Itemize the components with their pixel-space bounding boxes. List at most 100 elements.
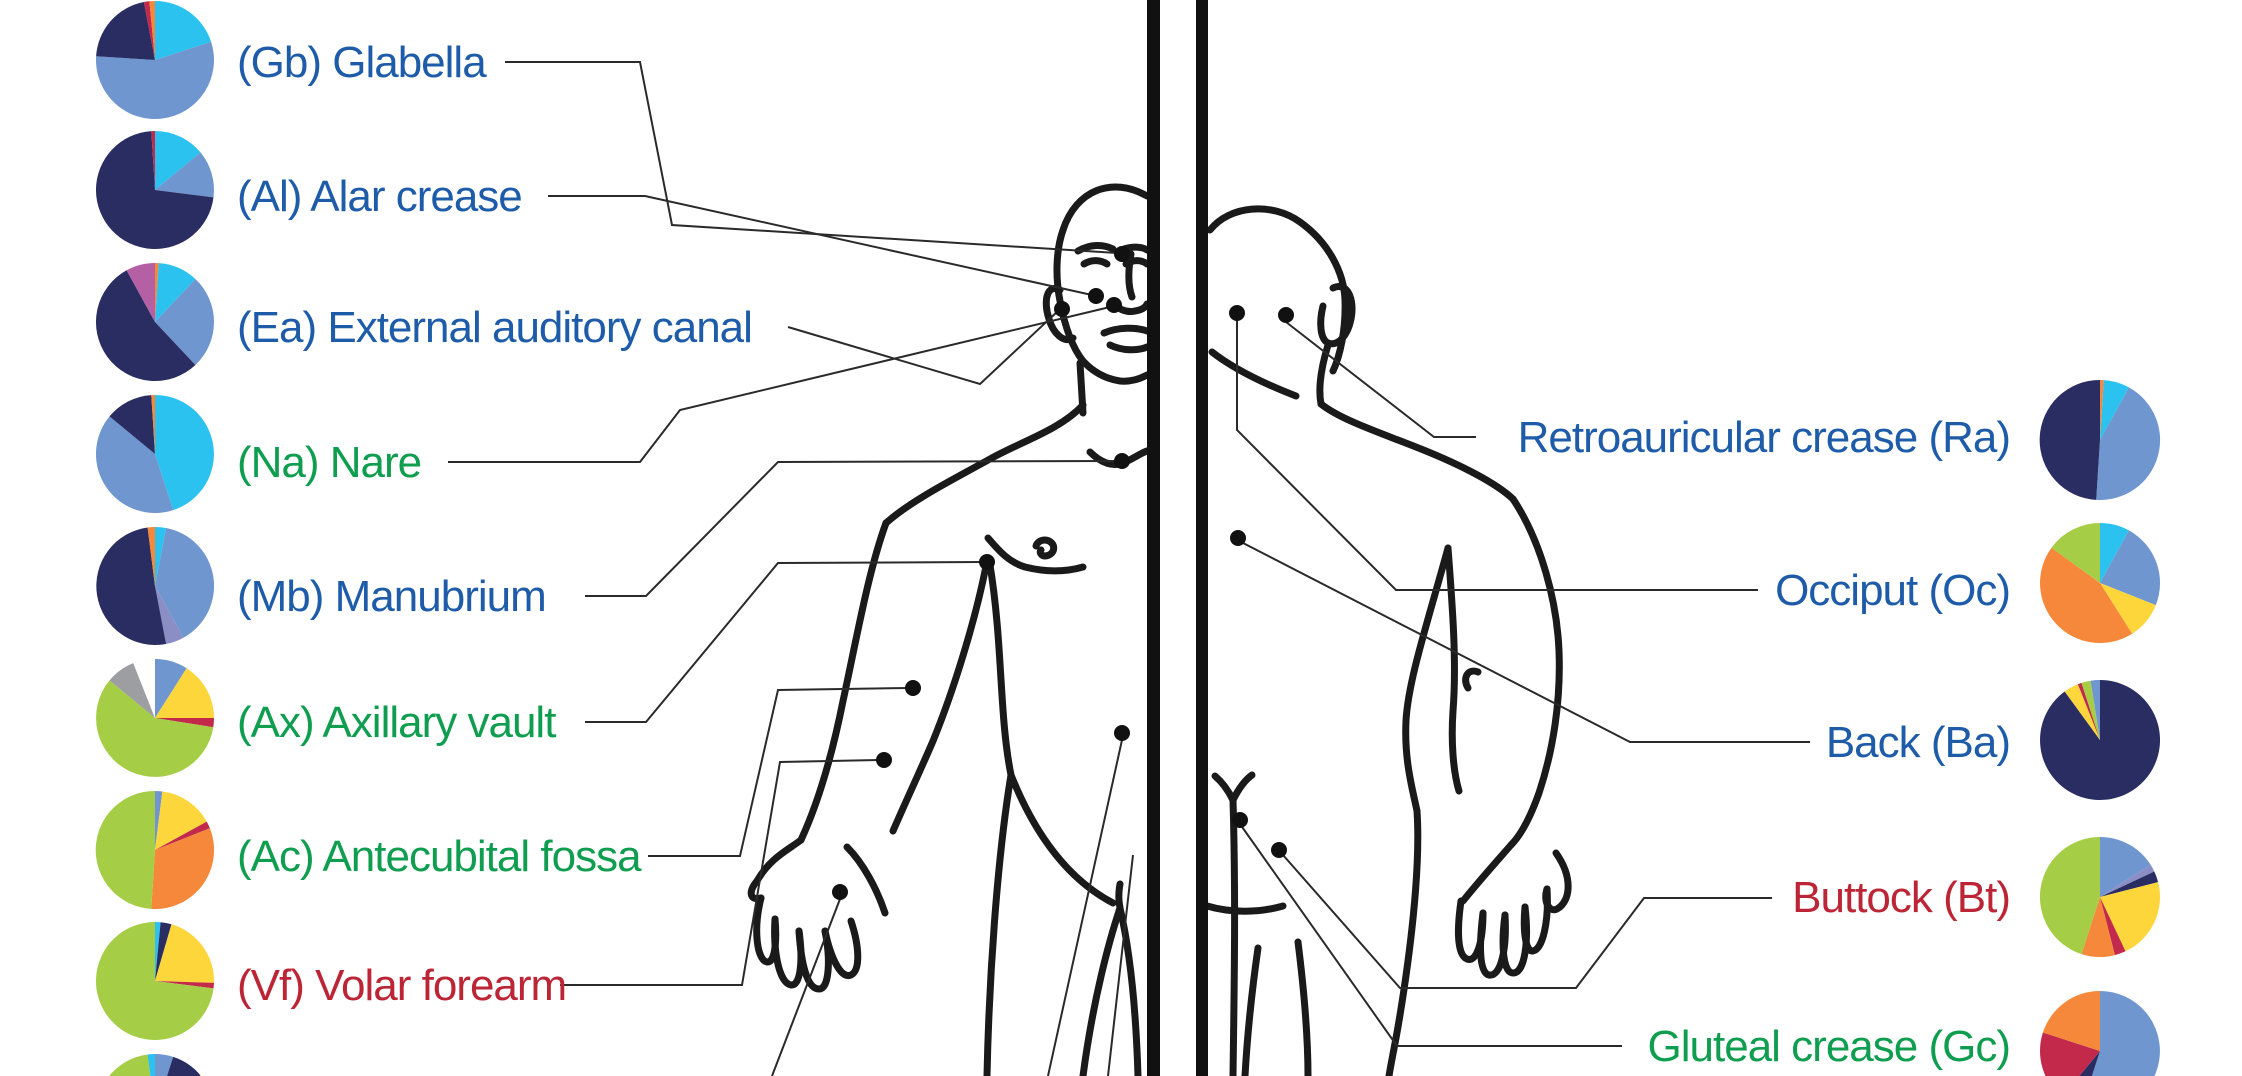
front-body-outline: [1080, 257, 1151, 268]
pie-ac-slice-crimson: [155, 821, 210, 850]
pie-gc-slice-orange: [2042, 991, 2100, 1051]
pie-partial-0-slice-lightblue: [155, 1054, 174, 1076]
back-body-outline: [1402, 544, 1452, 815]
site-label-gb: (Gb) Glabella: [237, 38, 487, 87]
pie-bt-slice-crimson: [2100, 897, 2126, 956]
site-dot-bt: [1271, 842, 1287, 858]
pie-oc-slice-cyan: [2100, 523, 2129, 583]
pie-gc-slice-crimson: [2040, 1032, 2100, 1076]
site-dot-ra: [1278, 307, 1294, 323]
pie-ax-slice-gray: [109, 663, 155, 718]
leader-oc: [1236, 320, 1758, 591]
site-dot-al: [1088, 288, 1104, 304]
pie-ax-slice-lightblue: [155, 659, 187, 718]
pie-oc: [2040, 523, 2161, 643]
front-body-outline: [843, 843, 889, 917]
pie-ba-slice-lightblue: [2090, 679, 2100, 740]
pie-bt-slice-yellow: [2100, 882, 2160, 952]
pie-na-slice-orange: [151, 394, 155, 454]
leader-extra-2: [1107, 854, 1134, 1076]
pie-ax-slice-crimson: [155, 718, 215, 728]
back-body-outline: [1229, 796, 1239, 1076]
leader-extra-0: [771, 898, 841, 1076]
pie-bt-slice-slate: [2100, 864, 2155, 897]
back-body-outline: [1241, 938, 1312, 1076]
site-label-vf: (Vf) Volar forearm: [237, 961, 566, 1010]
divider-bar: [1196, 0, 1208, 1076]
pie-ra-slice-orange: [2100, 379, 2104, 440]
pie-ac-slice-orange: [151, 828, 215, 910]
leader-extra-1: [1047, 739, 1123, 1076]
pie-al-slice-crimson: [151, 130, 155, 190]
pie-ea-slice-orange: [155, 262, 159, 322]
back-body-outline: [1444, 544, 1463, 795]
pie-al-slice-navy: [95, 131, 214, 249]
pie-ax-slice-white: [133, 658, 155, 718]
site-label-ax: (Ax) Axillary vault: [237, 698, 556, 747]
pie-ax-slice-green: [96, 680, 214, 777]
back-body-outline: [1208, 348, 1300, 400]
pie-ac: [95, 790, 215, 910]
front-body-outline: [984, 534, 1087, 575]
pie-vf: [95, 921, 215, 1040]
pie-gb-slice-lightblue: [95, 41, 214, 120]
pie-mb-slice-orange: [147, 527, 155, 586]
leader-al: [548, 195, 1093, 296]
pie-partial-0: [109, 1054, 201, 1076]
pie-ea: [95, 262, 215, 382]
leader-ea: [787, 310, 1059, 386]
pie-gc: [2040, 991, 2160, 1076]
back-body-outline: [1203, 902, 1287, 915]
front-body-outline: [1007, 771, 1117, 907]
pie-oc-slice-yellow: [2100, 583, 2156, 634]
site-dot-gc: [1232, 812, 1248, 828]
front-body-outline: [1079, 880, 1124, 1076]
pie-al-slice-cyan: [155, 130, 201, 190]
pie-vf-slice-yellow: [155, 924, 215, 983]
divider-bar: [1147, 0, 1160, 1076]
site-label-na: (Na) Nare: [237, 438, 421, 487]
back-body-outline: [1462, 667, 1482, 692]
site-dot-ea: [1054, 301, 1070, 317]
pie-mb-slice-lightblue: [155, 528, 215, 638]
pie-ba-slice-green: [2081, 680, 2100, 740]
nipple-mark: [1032, 536, 1058, 560]
pie-ax-slice-yellow: [155, 668, 214, 718]
pie-na-slice-navy: [109, 395, 155, 454]
site-label-al: (Al) Alar crease: [237, 172, 522, 221]
leader-mb: [585, 460, 1118, 597]
divider-bars: [1147, 0, 1208, 1076]
pie-gb-slice-cyan: [155, 1, 212, 60]
pie-gb-slice-navy: [96, 2, 155, 60]
pie-ra: [2039, 379, 2161, 501]
site-dot-gb: [1114, 246, 1130, 262]
pie-bt: [2039, 836, 2160, 957]
back-body-outline: [1211, 771, 1256, 804]
pie-gc-slice-navy: [2079, 1051, 2100, 1076]
pie-ba-slice-yellow: [2064, 684, 2100, 740]
pie-ax: [96, 658, 215, 777]
site-label-mb: (Mb) Manubrium: [237, 572, 546, 621]
site-dot-ac: [905, 680, 921, 696]
site-label-gc: Gluteal crease (Gc): [1648, 1022, 2010, 1071]
pie-partial-0-slice-navy: [167, 1056, 201, 1076]
site-dot-mb: [1114, 453, 1130, 469]
pie-vf-slice-green: [95, 921, 214, 1040]
site-label-ra: Retroauricular crease (Ra): [1518, 413, 2010, 462]
site-label-oc: Occiput (Oc): [1775, 566, 2010, 615]
pie-gb-slice-crimson: [143, 1, 155, 61]
leader-vf: [560, 759, 880, 986]
back-body-outline: [1455, 897, 1487, 963]
site-label-ba: Back (Ba): [1826, 718, 2010, 767]
pie-ac-slice-lightblue: [155, 791, 163, 850]
back-body-outline: [1507, 495, 1563, 849]
site-dots: [832, 246, 1294, 900]
site-dot: [1114, 725, 1130, 741]
site-dot: [832, 884, 848, 900]
leader-ba: [1242, 542, 1810, 743]
pie-oc-slice-green: [2051, 523, 2100, 583]
leader-gc: [1239, 823, 1622, 1047]
pie-ac-slice-yellow: [155, 791, 207, 850]
pie-oc-slice-orange: [2040, 547, 2133, 643]
back-body-outline: [1459, 841, 1515, 905]
